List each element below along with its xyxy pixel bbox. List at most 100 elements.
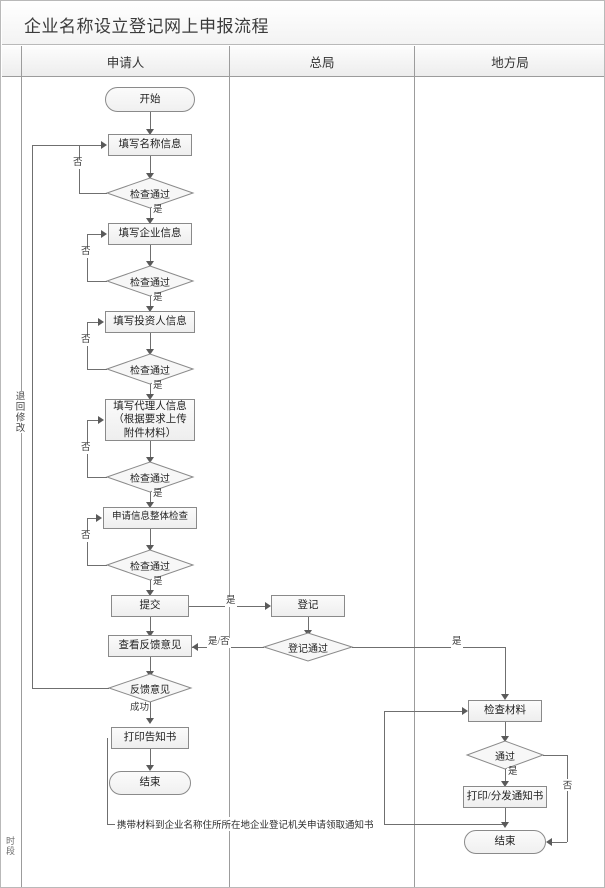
node-check-3-label: 检查通过 [130, 365, 170, 377]
edge-registerpass-to-viewfeedback [192, 647, 264, 648]
edge-feedback-success [150, 702, 151, 722]
lane-body-bureau [230, 77, 415, 887]
edge-annotation-to-checkmat [384, 711, 464, 712]
edge-annotation-up-v [384, 711, 385, 824]
arrowhead [146, 545, 154, 551]
node-feedback: 反馈意见 [107, 673, 193, 703]
lane-header-applicant: 申请人 [22, 46, 230, 77]
edge-feedback-return-h [32, 688, 109, 689]
edge-label-no-5: 否 [80, 531, 92, 542]
annotation-text: 携带材料到企业名称住所所在地企业登记机关申请领取通知书 [115, 817, 376, 831]
edge-annotation-h-right [384, 824, 505, 825]
arrowhead [265, 602, 271, 610]
node-fill-investor: 填写投资人信息 [105, 311, 195, 333]
edge-registerpass-to-checkmat-h [352, 647, 505, 648]
edge-check5-yes [150, 580, 151, 594]
edge-fillinvestor-to-check3 [150, 333, 151, 353]
arrowhead [146, 457, 154, 463]
node-register: 登记 [271, 595, 345, 617]
node-check-1-label: 检查通过 [130, 189, 170, 201]
node-pass-label: 通过 [495, 751, 515, 763]
edge-annotation-v [107, 738, 108, 824]
edge-fillname-to-check1 [150, 156, 151, 177]
node-check-1: 检查通过 [105, 177, 195, 209]
node-check-materials: 检查材料 [468, 700, 542, 722]
edge-label-yes-3: 是 [152, 381, 164, 392]
arrowhead [146, 129, 154, 135]
arrowhead [146, 349, 154, 355]
edge-check2-yes [150, 296, 151, 310]
node-check-5: 检查通过 [105, 549, 195, 581]
node-check-4-label: 检查通过 [130, 473, 170, 485]
edge-feedback-return-top [32, 145, 79, 146]
arrowhead [101, 141, 107, 149]
node-register-pass-label: 登记通过 [288, 643, 328, 655]
edge-fillcompany-to-check2 [150, 245, 151, 265]
node-check-2-label: 检查通过 [130, 277, 170, 289]
edge-checkmat-to-pass [505, 722, 506, 740]
arrowhead [146, 765, 154, 771]
node-check-3: 检查通过 [105, 353, 195, 385]
node-pass: 通过 [465, 740, 545, 770]
arrowhead [101, 230, 107, 238]
edge-printdist-to-end [505, 808, 506, 826]
edge-check5-no-v [87, 518, 88, 565]
page-title: 企业名称设立登记网上申报流程 [24, 17, 269, 36]
arrowhead [146, 261, 154, 267]
node-submit: 提交 [111, 595, 189, 617]
arrowhead [146, 718, 154, 724]
edge-label-yes-5: 是 [152, 577, 164, 588]
node-print-distribute: 打印/分发通知书 [463, 786, 547, 808]
edge-register-to-registerpass [308, 617, 309, 634]
edge-label-no-4: 否 [80, 443, 92, 454]
node-fill-agent: 填写代理人信息（根据要求上传附件材料） [105, 399, 195, 441]
edge-check5-no [87, 565, 107, 566]
arrowhead [501, 736, 509, 742]
edge-check2-no [87, 281, 107, 282]
lane-header-bureau: 总局 [230, 46, 415, 77]
edge-label-yes-1: 是 [152, 205, 164, 216]
edge-check1-yes [150, 208, 151, 222]
node-end-local: 结束 [464, 830, 546, 854]
edge-fillagent-to-check4 [150, 441, 151, 461]
edge-annotation-h-left [107, 824, 119, 825]
edge-check2-no-h [87, 234, 102, 235]
lane-header-local: 地方局 [415, 46, 604, 77]
lane-header-bureau-label: 总局 [309, 55, 335, 70]
node-overall-check: 申请信息整体检查 [103, 507, 197, 529]
edge-label-yes-register: 是 [451, 637, 463, 648]
arrowhead [146, 218, 154, 224]
spine-header-cell [2, 46, 22, 77]
edge-label-yes-4: 是 [152, 489, 164, 500]
arrowhead [192, 643, 198, 651]
lane-header-local-label: 地方局 [491, 55, 529, 70]
edge-pass-no-v [567, 755, 568, 842]
edge-overall-to-check5 [150, 529, 151, 549]
edge-label-yes-no: 是/否 [207, 637, 231, 648]
arrowhead [96, 514, 102, 522]
node-check-5-label: 检查通过 [130, 561, 170, 573]
arrowhead [146, 502, 154, 508]
edge-printnotice-to-end [150, 749, 151, 769]
edge-label-yes-submit: 是 [225, 596, 237, 607]
edge-label-no-pass: 否 [560, 779, 571, 791]
arrowhead [501, 781, 509, 787]
node-check-2: 检查通过 [105, 265, 195, 297]
edge-check2-no-v [87, 234, 88, 281]
spine-body-cell [2, 77, 22, 887]
edge-registerpass-to-checkmat-v [505, 647, 506, 698]
edge-check1-no-v [79, 145, 80, 193]
arrowhead [546, 838, 552, 846]
node-fill-name: 填写名称信息 [108, 134, 192, 156]
edge-check4-no [87, 477, 107, 478]
edge-check1-no [79, 193, 107, 194]
node-check-4: 检查通过 [105, 461, 195, 493]
node-register-pass: 登记通过 [262, 632, 354, 662]
edge-check5-no-h [87, 518, 97, 519]
edge-label-no-2: 否 [80, 247, 92, 258]
edge-check4-no-h [87, 420, 99, 421]
node-view-feedback: 查看反馈意见 [108, 635, 192, 657]
edge-feedback-return-v [32, 145, 33, 688]
edge-check3-no-v [87, 322, 88, 369]
node-start: 开始 [105, 87, 195, 112]
